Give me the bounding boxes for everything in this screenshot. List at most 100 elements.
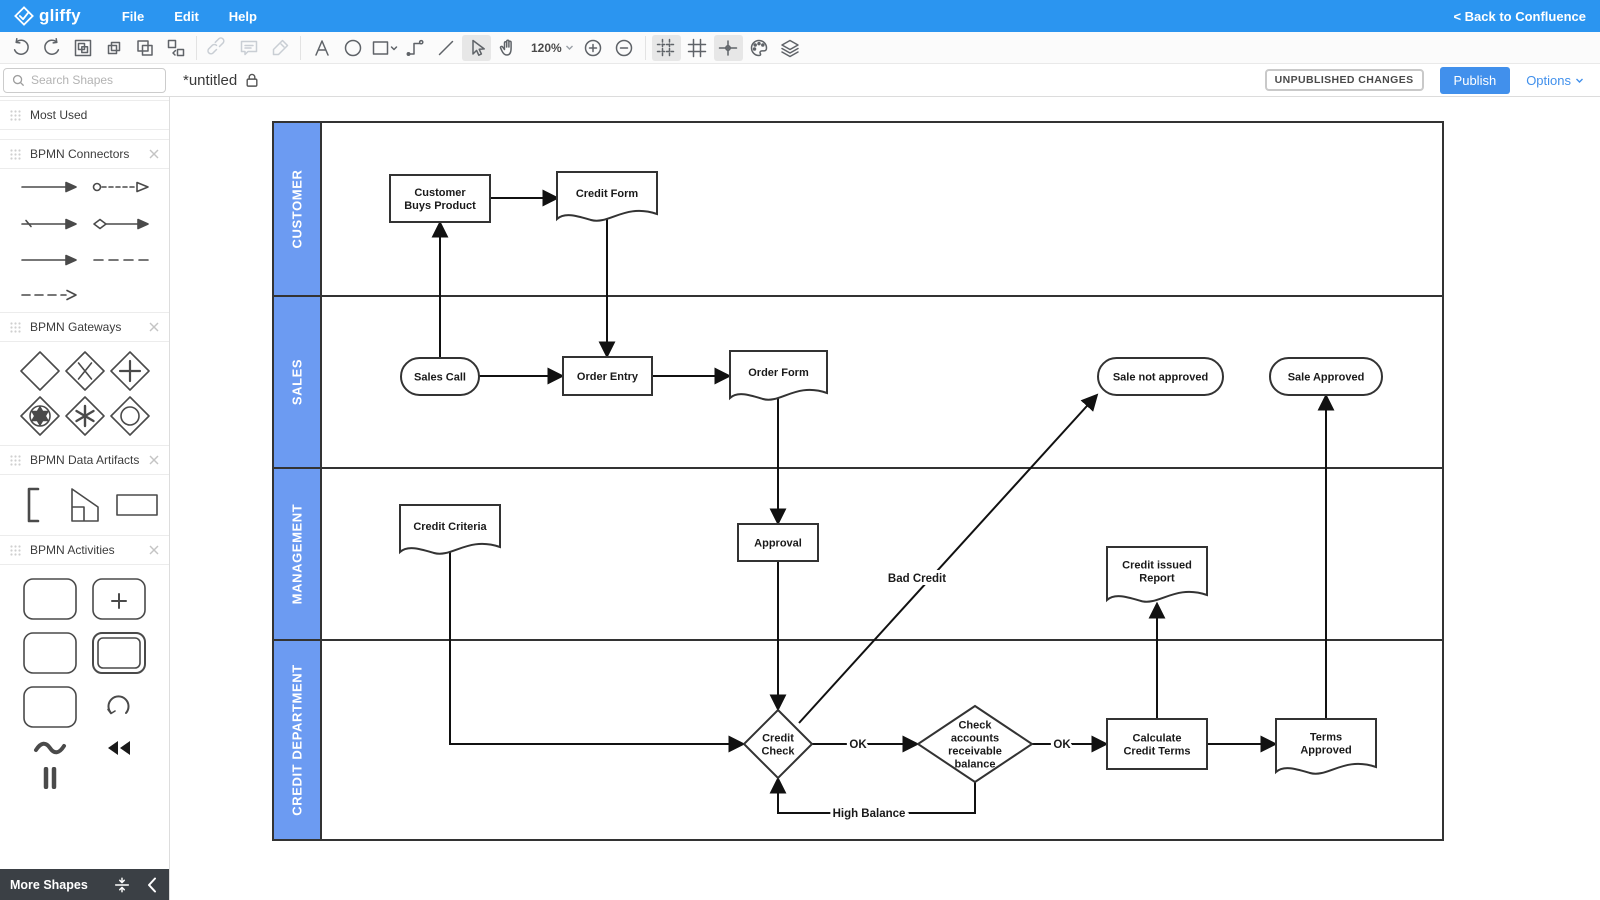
collapse-panel-icon[interactable] [113, 876, 131, 894]
edge-credit-criteria-to-credit-check[interactable] [449, 550, 746, 753]
activity-pause-shape[interactable] [40, 767, 60, 789]
undo-button[interactable] [6, 35, 35, 61]
eyedropper-icon [272, 39, 288, 55]
zoom-in-button[interactable] [579, 35, 608, 61]
section-bpmn-gateways[interactable]: BPMN Gateways [0, 312, 169, 342]
line-tool-button[interactable] [431, 35, 460, 61]
pointer-tool-button[interactable] [462, 34, 491, 61]
node-sales-call[interactable]: Sales Call [400, 357, 480, 396]
gateway-event-circle-shape[interactable] [109, 395, 151, 437]
node-credit-form[interactable]: Credit Form [556, 171, 658, 222]
theme-button[interactable] [745, 35, 774, 61]
grid-button[interactable] [683, 35, 712, 61]
search-shapes-input[interactable] [31, 73, 141, 87]
group-button[interactable] [68, 35, 97, 61]
gateway-exclusive-x-shape[interactable] [64, 350, 106, 392]
gliffy-logo[interactable]: gliffy [0, 6, 107, 26]
svg-text:Order Form: Order Form [748, 367, 809, 379]
connector-dashed-arrow-shape[interactable] [20, 288, 78, 302]
activity-adhoc-tilde-shape[interactable] [33, 740, 67, 756]
lane-header-credit-department[interactable]: CREDIT DEPARTMENT [272, 639, 322, 841]
more-shapes-bar[interactable]: More Shapes [0, 869, 169, 900]
close-section-icon[interactable] [149, 322, 159, 332]
options-button[interactable]: Options [1526, 73, 1584, 88]
node-approval[interactable]: Approval [737, 523, 819, 562]
duplicate-button[interactable] [99, 35, 128, 61]
toolbar: 120% [0, 32, 1600, 64]
edge-check-accounts-to-credit-check-high-balance[interactable] [769, 776, 976, 814]
node-sale-not-approved[interactable]: Sale not approved [1097, 357, 1224, 396]
close-section-icon[interactable] [149, 149, 159, 159]
gateway-parallel-shape[interactable] [109, 350, 151, 392]
link-button[interactable] [203, 35, 232, 61]
pool-frame[interactable] [272, 121, 1444, 841]
eyedropper-button[interactable] [265, 35, 294, 61]
artifact-group-bracket-shape[interactable] [26, 487, 40, 523]
gateway-complex-star-shape[interactable] [19, 395, 61, 437]
chevron-down-icon [565, 45, 573, 50]
zoom-level-dropdown[interactable]: 120% [523, 41, 578, 55]
ungroup-button[interactable] [161, 35, 190, 61]
pan-tool-button[interactable] [493, 35, 522, 61]
rectangle-tool-button[interactable] [369, 35, 398, 61]
section-bpmn-activities[interactable]: BPMN Activities [0, 535, 169, 565]
activity-task-shape[interactable] [22, 685, 78, 729]
connector-conditional-flow-shape[interactable] [92, 216, 150, 232]
node-sale-approved[interactable]: Sale Approved [1269, 357, 1383, 396]
artifact-data-object-shape[interactable] [70, 487, 100, 523]
connector-tool-icon [406, 39, 424, 56]
activity-task-shape[interactable] [22, 577, 78, 621]
close-section-icon[interactable] [149, 455, 159, 465]
node-order-form[interactable]: Order Form [729, 350, 828, 401]
shape-search-box[interactable] [3, 67, 166, 93]
connector-default-flow-shape[interactable] [20, 217, 78, 231]
node-order-entry[interactable]: Order Entry [562, 356, 653, 396]
connector-dashed-line-shape[interactable] [92, 255, 150, 265]
gateway-exclusive-shape[interactable] [19, 350, 61, 392]
back-to-confluence-link[interactable]: < Back to Confluence [1453, 8, 1586, 24]
menu-file[interactable]: File [121, 8, 145, 24]
menu-help[interactable]: Help [228, 8, 257, 24]
activity-subprocess-plus-shape[interactable] [91, 577, 147, 621]
layers-button[interactable] [776, 35, 805, 61]
grid-snap-button[interactable] [651, 34, 681, 61]
redo-button[interactable] [37, 35, 66, 61]
connector-directed-line-shape[interactable] [20, 253, 78, 267]
connector-message-flow-shape[interactable] [92, 179, 150, 195]
node-credit-criteria[interactable]: Credit Criteria [399, 504, 501, 555]
section-bpmn-data-artifacts[interactable]: BPMN Data Artifacts [0, 445, 169, 475]
connector-tool-button[interactable] [400, 35, 429, 61]
activity-transaction-shape[interactable] [91, 631, 147, 675]
bring-forward-button[interactable] [130, 35, 159, 61]
publish-button[interactable]: Publish [1439, 66, 1511, 94]
activity-compensation-shape[interactable] [106, 739, 132, 757]
section-bpmn-connectors[interactable]: BPMN Connectors [0, 139, 169, 169]
svg-text:Credit Criteria: Credit Criteria [413, 521, 487, 533]
lane-header-management[interactable]: MANAGEMENT [272, 467, 322, 641]
edge-credit-check-to-sale-not-approved[interactable] [798, 393, 1099, 724]
text-tool-button[interactable] [307, 35, 336, 61]
lane-header-sales[interactable]: SALES [272, 295, 322, 469]
activity-task-shape[interactable] [22, 631, 78, 675]
connector-sequence-flow-shape[interactable] [20, 180, 78, 194]
comment-button[interactable] [234, 35, 263, 61]
snap-to-geometry-button[interactable] [713, 34, 743, 61]
activity-loop-marker-shape[interactable] [104, 692, 134, 722]
chevron-left-icon[interactable] [145, 876, 159, 894]
zoom-out-button[interactable] [610, 35, 639, 61]
menu-edit[interactable]: Edit [174, 8, 199, 24]
artifact-annotation-rect-shape[interactable] [115, 493, 159, 517]
gateway-inclusive-asterisk-shape[interactable] [64, 395, 106, 437]
close-section-icon[interactable] [149, 545, 159, 555]
section-most-used[interactable]: Most Used [0, 100, 169, 130]
ellipse-tool-button[interactable] [338, 35, 367, 61]
lane-header-customer[interactable]: CUSTOMER [272, 121, 322, 297]
